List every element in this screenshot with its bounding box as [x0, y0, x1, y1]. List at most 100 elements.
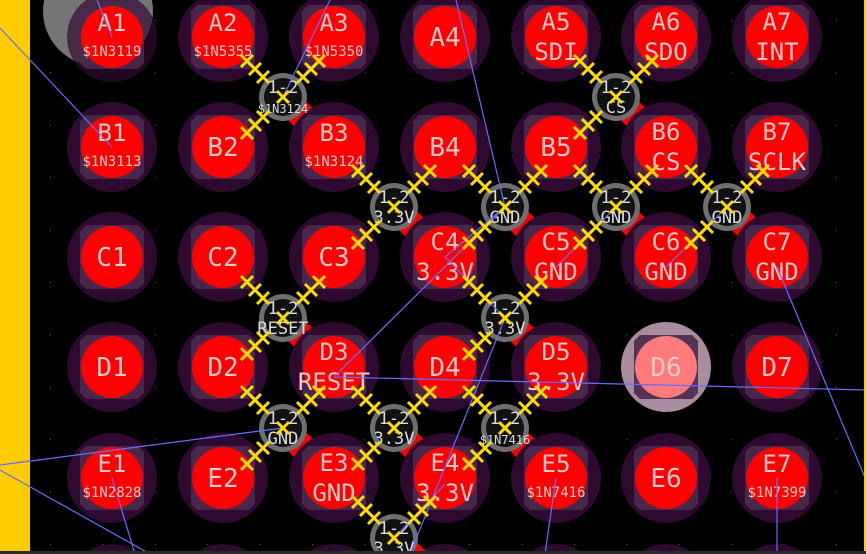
pad-D2[interactable]: D2	[178, 322, 268, 412]
via-layers: 1-2	[601, 78, 632, 98]
pad-A4[interactable]: A4	[400, 0, 490, 82]
pad-E6[interactable]: E6	[621, 433, 711, 523]
via-layers: 1-2	[268, 409, 299, 429]
ratsnest-line	[96, 0, 113, 38]
pad-net-label: 3.3V	[416, 258, 474, 286]
via-3.3V[interactable]: 1-23.3V	[370, 514, 418, 554]
pad-D6[interactable]: D6	[621, 322, 711, 412]
pad-name: D7	[761, 353, 792, 383]
ratsnest-line	[282, 0, 331, 98]
via-layers: 1-2	[379, 519, 410, 539]
pad-name: B3	[320, 119, 349, 147]
via-net: RESET	[257, 319, 308, 339]
pad-C1[interactable]: C1	[67, 212, 157, 302]
via-net: 3.3V	[374, 539, 415, 554]
pad-name: B1	[98, 119, 127, 147]
pad-name: A3	[320, 9, 349, 37]
pad-name: C1	[96, 243, 127, 273]
pad-net-label: GND	[755, 258, 798, 286]
pad-name: B7	[763, 118, 792, 146]
pad-D7[interactable]: D7	[732, 322, 822, 412]
via-net: CS	[606, 98, 626, 118]
via-net: $1N7416	[480, 433, 531, 447]
via-layers: 1-2	[379, 188, 410, 208]
pad-net-label: $1N3124	[304, 154, 363, 170]
via-$1N3124[interactable]: 1-2 $1N3124	[258, 73, 309, 121]
pad-name: E4	[431, 449, 460, 477]
ratsnest-line	[544, 477, 557, 554]
pad-name: E2	[207, 464, 238, 494]
ratsnest-line	[333, 376, 866, 391]
pad-C3[interactable]: C3	[289, 212, 379, 302]
via-3.3V[interactable]: 1-23.3V	[370, 183, 418, 231]
pad-net-label: CS	[652, 148, 681, 176]
via-layers: 1-2	[268, 78, 299, 98]
pad-name: E7	[763, 450, 792, 478]
via-CS[interactable]: 1-2CS	[592, 73, 640, 121]
pad-net-label: $1N7416	[526, 485, 585, 501]
pad-name: C7	[763, 228, 792, 256]
pad-name: E5	[542, 450, 571, 478]
pad-name: A7	[763, 8, 792, 36]
pad-net-label: GND	[644, 258, 687, 286]
pad-name: E6	[650, 464, 681, 494]
pad-name: C4	[431, 228, 460, 256]
pad-name: E1	[98, 450, 127, 478]
via-net: 3.3V	[374, 429, 415, 449]
pad-E2[interactable]: E2	[178, 433, 268, 523]
pad-B3[interactable]: B3 $1N3124	[289, 102, 379, 192]
via-net: $1N3124	[258, 102, 309, 116]
pad-name: B5	[540, 133, 571, 163]
pad-net-label: INT	[755, 38, 798, 66]
pad-E4[interactable]: E43.3V	[400, 433, 490, 523]
ratsnest-line	[111, 477, 136, 554]
pad-net-label: GND	[312, 479, 355, 507]
pad-name: C5	[542, 228, 571, 256]
pad-A1[interactable]: A1$1N3119	[43, 0, 157, 82]
pad-name: D5	[542, 338, 571, 366]
pad-net-label: $1N3113	[82, 154, 141, 170]
via-layers: 1-2	[268, 299, 299, 319]
pad-name: D1	[96, 353, 127, 383]
ratsnest-line	[0, 427, 284, 466]
pad-net-label: SDI	[534, 38, 577, 66]
pad-name: C2	[207, 243, 238, 273]
canvas-bottom-border	[0, 551, 866, 554]
via-layers: 1-2	[379, 409, 410, 429]
via-net: GND	[268, 429, 299, 449]
pad-net-label: SCLK	[748, 148, 806, 176]
pad-name: D6	[650, 353, 681, 383]
via-net: 3.3V	[374, 208, 415, 228]
pad-A3[interactable]: A3 $1N5350	[289, 0, 379, 82]
via-layers: 1-2	[601, 188, 632, 208]
board-edge-left	[0, 0, 30, 551]
pad-name: A5	[542, 8, 571, 36]
via-layers: 1-2	[490, 188, 521, 208]
pad-name: C6	[652, 228, 681, 256]
pad-name: E3	[320, 449, 349, 477]
pad-name: A6	[652, 8, 681, 36]
ratsnest-line	[0, 27, 113, 148]
pad-C2[interactable]: C2	[178, 212, 268, 302]
pad-name: B4	[429, 133, 460, 163]
pad-D1[interactable]: D1	[67, 322, 157, 412]
ratsnest-line	[0, 469, 151, 554]
ratsnest-line	[776, 266, 866, 481]
pad-net-label: $1N5350	[304, 44, 363, 60]
pad-name: C3	[318, 243, 349, 273]
pad-name: B2	[207, 133, 238, 163]
pad-net-label: $1N5355	[193, 44, 252, 60]
pad-B2[interactable]: B2	[178, 102, 268, 192]
via-layers: 1-2	[490, 409, 521, 429]
pad-name: D4	[429, 353, 460, 383]
